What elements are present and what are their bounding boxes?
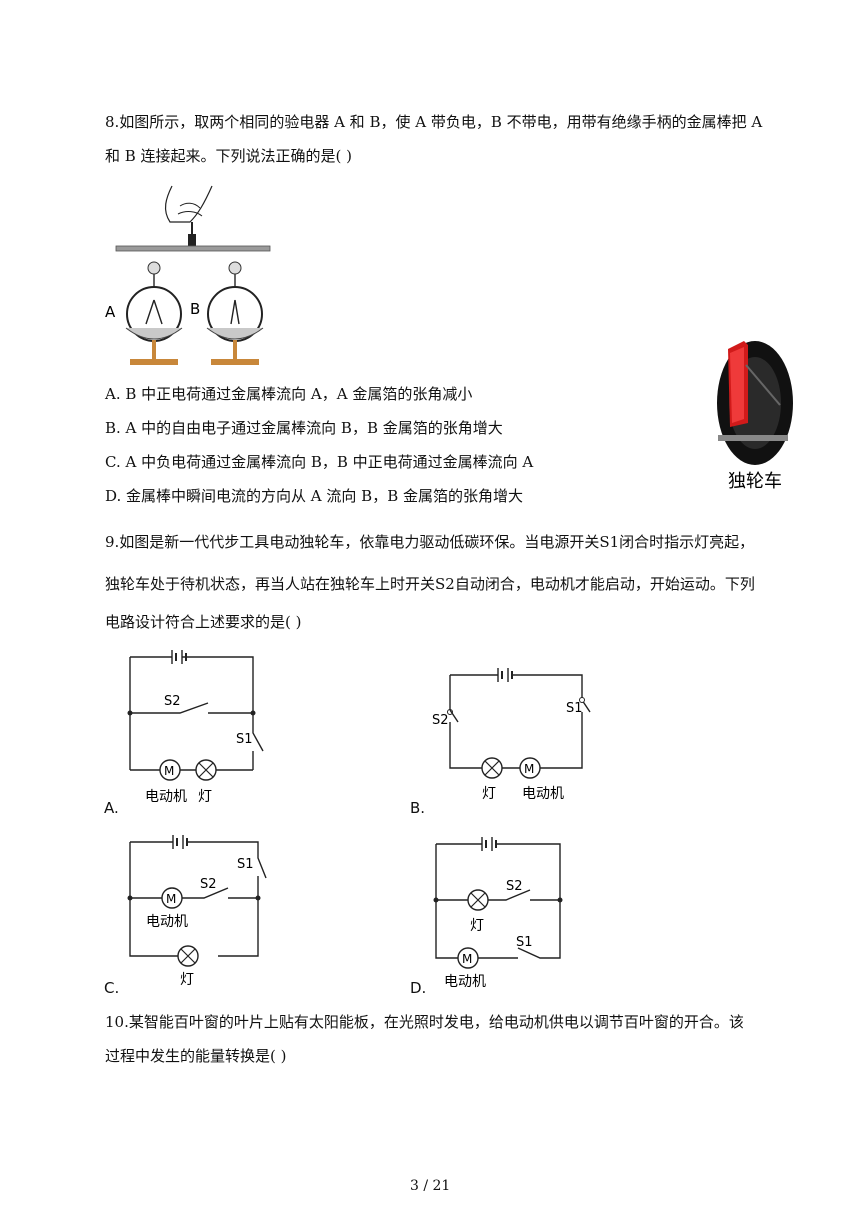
q8-option-d: D. 金属棒中瞬间电流的方向从 A 流向 B，B 金属箔的张角增大 — [105, 487, 523, 505]
circuit-b-s2-label: S2 — [432, 713, 449, 728]
circuit-c-motor-label: 电动机 — [146, 914, 188, 930]
circuit-a-s2-label: S2 — [164, 694, 181, 709]
electroscope-a-label: A — [105, 303, 116, 321]
q9-line-1: 9.如图是新一代代步工具电动独轮车，依靠电力驱动低碳环保。当电源开关S1闭合时指… — [105, 533, 755, 551]
q8-line-2: 和 B 连接起来。下列说法正确的是( ) — [105, 147, 353, 165]
circuit-option-d: D. — [410, 979, 427, 997]
circuit-c-diagram: M S1 S2 电动机 灯 — [127, 835, 267, 988]
q10-line-1: 10.某智能百叶窗的叶片上贴有太阳能板，在光照时发电，给电动机供电以调节百叶窗的… — [105, 1013, 744, 1031]
circuit-c-lamp-label: 灯 — [180, 972, 194, 988]
circuit-a-motor-symbol: M — [164, 764, 174, 778]
q9-line-2: 独轮车处于待机状态，再当人站在独轮车上时开关S2自动闭合，电动机才能启动，开始运… — [105, 575, 755, 593]
q10-line-2: 过程中发生的能量转换是( ) — [105, 1047, 287, 1065]
q8-option-a: A. B 中正电荷通过金属棒流向 A，A 金属箔的张角减小 — [105, 385, 473, 403]
circuit-d-lamp-label: 灯 — [470, 918, 484, 934]
circuit-b-motor-symbol: M — [524, 762, 534, 776]
circuit-a-lamp-label: 灯 — [198, 789, 212, 805]
page-number: 3 / 21 — [410, 1178, 451, 1194]
q8-option-b: B. A 中的自由电子通过金属棒流向 B，B 金属箔的张角增大 — [105, 419, 503, 437]
unicycle-image: 独轮车 — [717, 341, 793, 492]
circuit-c-motor-symbol: M — [166, 892, 176, 906]
circuit-a-s1-label: S1 — [236, 732, 253, 747]
circuit-d-diagram: M S2 S1 灯 电动机 — [433, 837, 563, 990]
circuit-b-lamp-label: 灯 — [482, 786, 496, 802]
circuit-d-s2-label: S2 — [506, 879, 523, 894]
electroscope-figure: A B — [105, 185, 271, 365]
circuit-d-motor-label: 电动机 — [444, 974, 486, 990]
circuit-b-s1-label: S1 — [566, 701, 583, 716]
circuit-d-s1-label: S1 — [516, 935, 533, 950]
circuit-a-motor-label: 电动机 — [145, 789, 187, 805]
circuit-option-a: A. — [104, 799, 119, 817]
circuit-b-motor-label: 电动机 — [522, 786, 564, 802]
electroscope-b-label: B — [190, 300, 200, 318]
circuit-d-motor-symbol: M — [462, 952, 472, 966]
circuit-b-diagram: M S2 S1 灯 电动机 — [432, 668, 591, 802]
circuit-c-s2-label: S2 — [200, 877, 217, 892]
circuit-option-c: C. — [104, 979, 120, 997]
circuit-option-b: B. — [410, 799, 426, 817]
unicycle-caption: 独轮车 — [728, 471, 782, 492]
circuit-a-diagram: M S2 S1 电动机 灯 — [127, 650, 264, 805]
q8-option-c: C. A 中负电荷通过金属棒流向 B，B 中正电荷通过金属棒流向 A — [105, 453, 534, 471]
q8-line-1: 8.如图所示，取两个相同的验电器 A 和 B，使 A 带负电，B 不带电，用带有… — [105, 113, 763, 131]
circuit-c-s1-label: S1 — [237, 857, 254, 872]
q9-line-3: 电路设计符合上述要求的是( ) — [105, 613, 302, 631]
